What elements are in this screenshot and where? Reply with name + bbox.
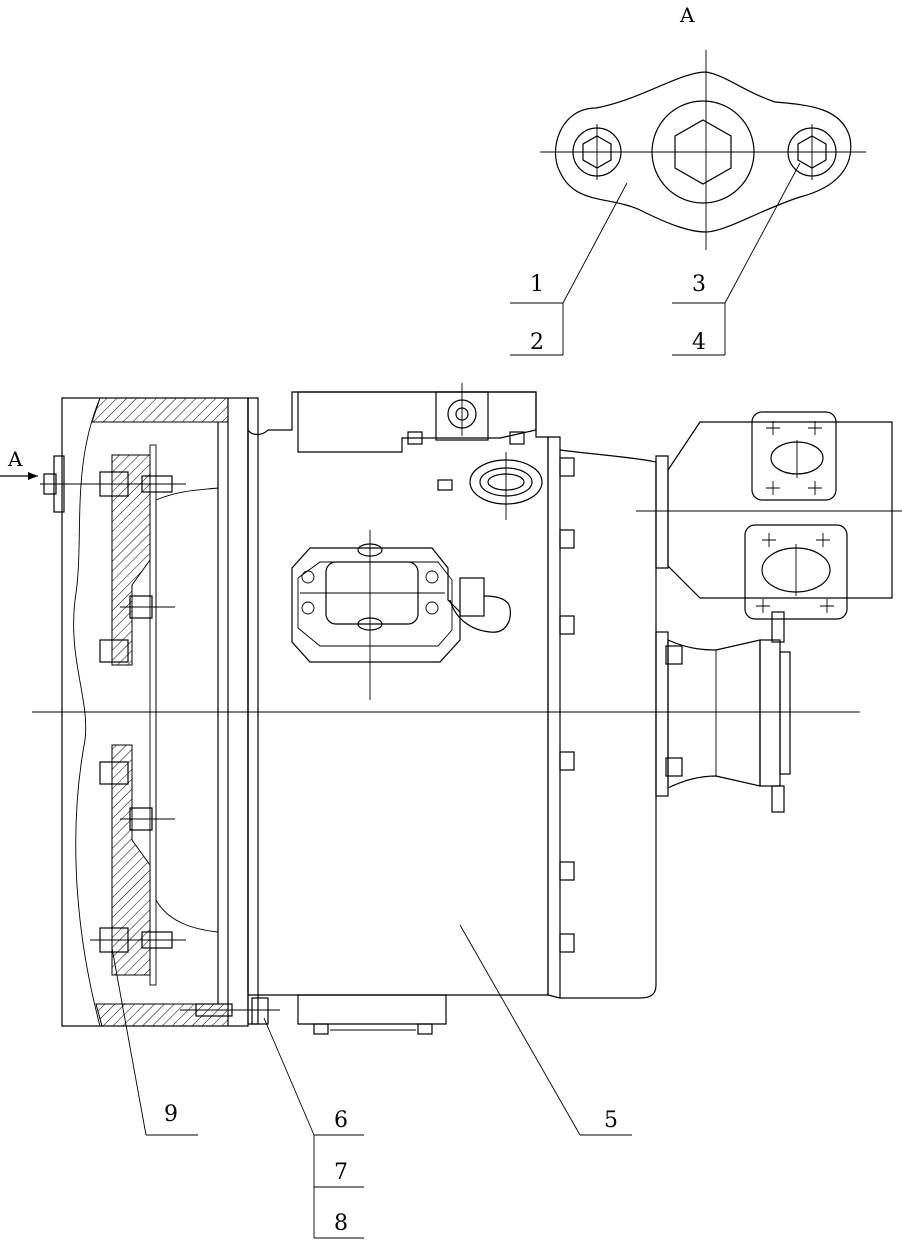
side-lug (449, 595, 511, 633)
section-arrow-head-icon (28, 472, 38, 480)
disc-section-upper (111, 454, 151, 666)
lower-flange-bolt-top (665, 645, 683, 665)
housing-bottom-wall (95, 1003, 229, 1027)
callout-3: 3 (692, 272, 706, 297)
upper-output-flange (655, 455, 669, 569)
callout-1: 1 (530, 272, 544, 297)
break-line (73, 397, 101, 1027)
callout-6: 6 (334, 1108, 348, 1133)
callout-group-6-8: 6 7 8 (263, 1017, 364, 1239)
center-hex (674, 119, 732, 185)
flange-nut (251, 997, 269, 1025)
main-assembly-view: A (0, 383, 902, 1035)
upper-output-pad-bottom (744, 524, 848, 620)
side-cover-plate (291, 547, 461, 663)
callout-2: 2 (530, 330, 544, 355)
callout-9: 9 (164, 1102, 178, 1127)
callout-7: 7 (334, 1160, 348, 1185)
flange-outline (554, 71, 852, 233)
housing-top-wall (91, 397, 229, 423)
callout-group-3-4: 3 4 (672, 162, 801, 356)
gearbox-main-body (247, 391, 549, 996)
callout-8: 8 (334, 1211, 348, 1236)
side-cover-bolts (301, 543, 439, 631)
rear-housing-bolts (559, 457, 575, 953)
side-cover-inner (297, 561, 453, 647)
callout-group-5: 5 (459, 924, 632, 1136)
oil-pan-bolt-right (417, 1023, 433, 1035)
cover-lower-curve (155, 899, 219, 933)
upper-output-cross-marks (756, 421, 834, 613)
lower-output-bolt-bottom (771, 785, 785, 813)
upper-output-pad-top (751, 411, 837, 501)
callout-5: 5 (604, 1108, 618, 1133)
disc-section-lower (111, 744, 151, 976)
upper-output-housing (667, 421, 893, 599)
lower-output-bolt-top (771, 611, 785, 643)
pressure-plate (149, 444, 157, 986)
side-sensor (459, 577, 485, 617)
cover-upper-curve (155, 487, 219, 501)
small-fitting (437, 479, 453, 491)
callout-group-9: 9 (111, 947, 198, 1136)
callout-group-1-2: 1 2 (510, 182, 628, 356)
oil-pan-bolt-left (313, 1023, 329, 1035)
top-bolt-right (509, 431, 525, 445)
section-arrow-label: A (7, 447, 23, 471)
top-bolt-left (407, 431, 423, 445)
oil-pan (297, 994, 447, 1025)
gearbox-front-flange (247, 397, 259, 1025)
disc-bolts (40, 471, 186, 953)
top-bracket (297, 391, 537, 453)
lower-output-face (779, 651, 791, 775)
view-a-label: A (679, 3, 695, 27)
lower-output-yoke (759, 639, 781, 787)
view-a-flange-detail: A (540, 3, 866, 250)
lower-flange-bolt-bottom (665, 757, 683, 777)
rear-housing (547, 436, 657, 999)
callout-4: 4 (692, 330, 706, 355)
